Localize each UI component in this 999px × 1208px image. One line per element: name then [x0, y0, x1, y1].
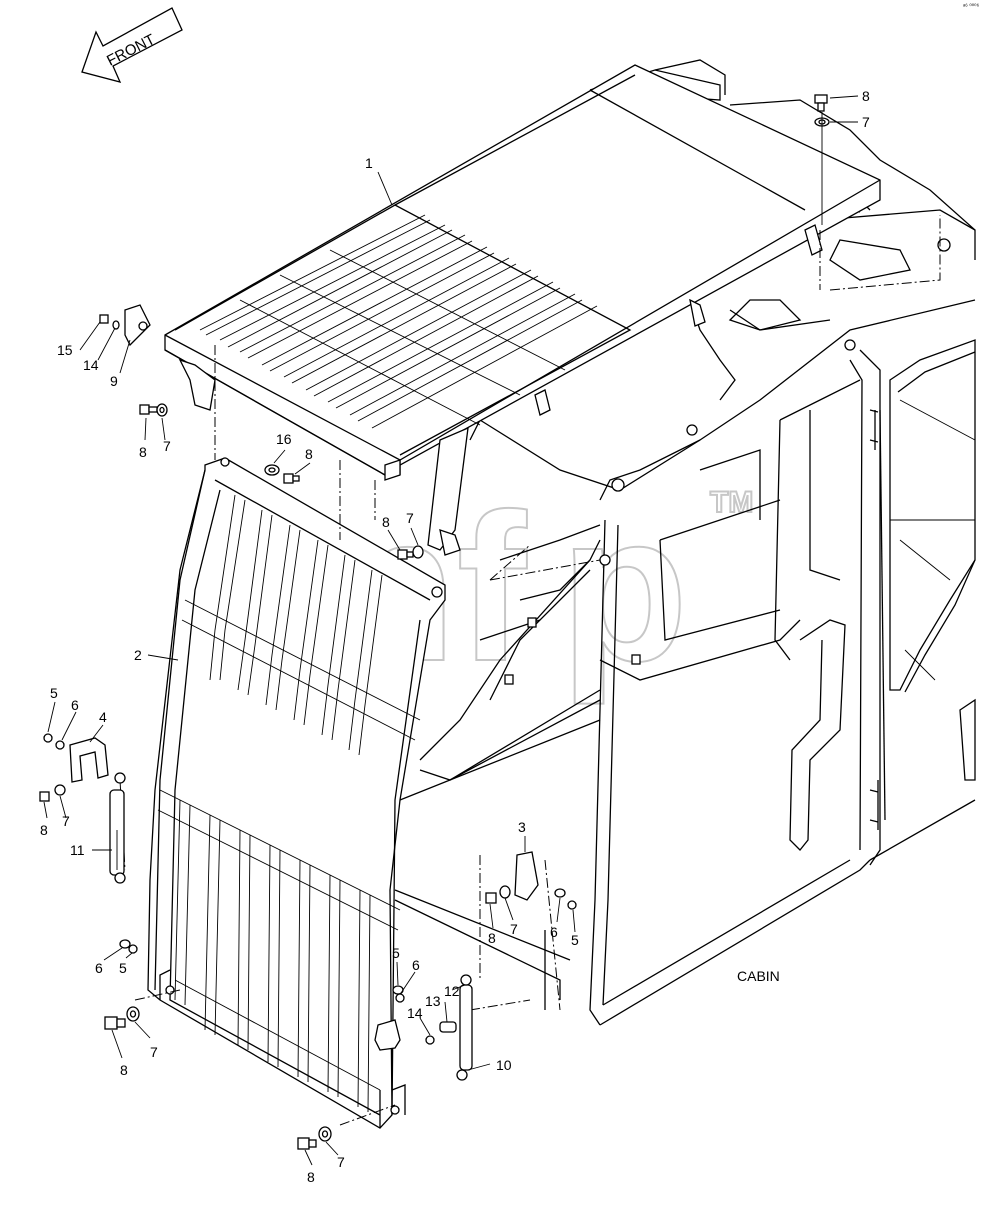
callout-5: 5 [50, 685, 58, 701]
callout-6: 6 [95, 960, 103, 976]
callout-4: 4 [99, 709, 107, 725]
callout-14: 14 [407, 1005, 423, 1021]
callout-8: 8 [382, 514, 390, 530]
callout-7: 7 [150, 1044, 158, 1060]
front-guard [147, 457, 446, 1129]
callout-7: 7 [510, 921, 518, 937]
callout-7: 7 [62, 813, 70, 829]
roof-guard [164, 64, 881, 481]
support-bracket [427, 426, 469, 556]
callout-8: 8 [488, 930, 496, 946]
page-code: ᵃ⁶ ⁰⁰⁰⁶ [963, 3, 980, 10]
callout-2: 2 [134, 647, 142, 663]
callout-16: 16 [276, 431, 292, 447]
callout-6: 6 [71, 697, 79, 713]
callout-1: 1 [365, 155, 373, 171]
callout-12: 12 [444, 983, 460, 999]
callout-7: 7 [862, 114, 870, 130]
callout-8: 8 [139, 444, 147, 460]
front-arrow-icon: FRONT [81, 7, 183, 83]
callout-3: 3 [518, 819, 526, 835]
callout-10: 10 [496, 1057, 512, 1073]
svg-text:p: p [560, 470, 688, 705]
callout-6: 6 [412, 957, 420, 973]
callout-8: 8 [862, 88, 870, 104]
callout-5: 5 [392, 945, 400, 961]
callout-5: 5 [119, 960, 127, 976]
callout-5: 5 [571, 932, 579, 948]
callout-9: 9 [110, 373, 118, 389]
callout-7: 7 [337, 1154, 345, 1170]
callout-7: 7 [406, 510, 414, 526]
callouts: 1 8 7 15 14 9 8 7 16 8 8 7 2 5 6 4 8 7 1… [40, 88, 870, 1185]
callout-11: 11 [70, 842, 85, 858]
cabin-body [394, 59, 976, 1026]
svg-text:TM: TM [710, 486, 753, 519]
callout-7: 7 [163, 438, 171, 454]
callout-14: 14 [83, 357, 99, 373]
callout-8: 8 [40, 822, 48, 838]
callout-6: 6 [550, 924, 558, 940]
callout-8: 8 [307, 1169, 315, 1185]
callout-13: 13 [425, 993, 441, 1009]
callout-8: 8 [120, 1062, 128, 1078]
callout-8: 8 [305, 446, 313, 462]
hardware [39, 94, 830, 1150]
callout-15: 15 [57, 342, 73, 358]
leader-lines [43, 95, 859, 1166]
cabin-label: CABIN [737, 968, 780, 984]
